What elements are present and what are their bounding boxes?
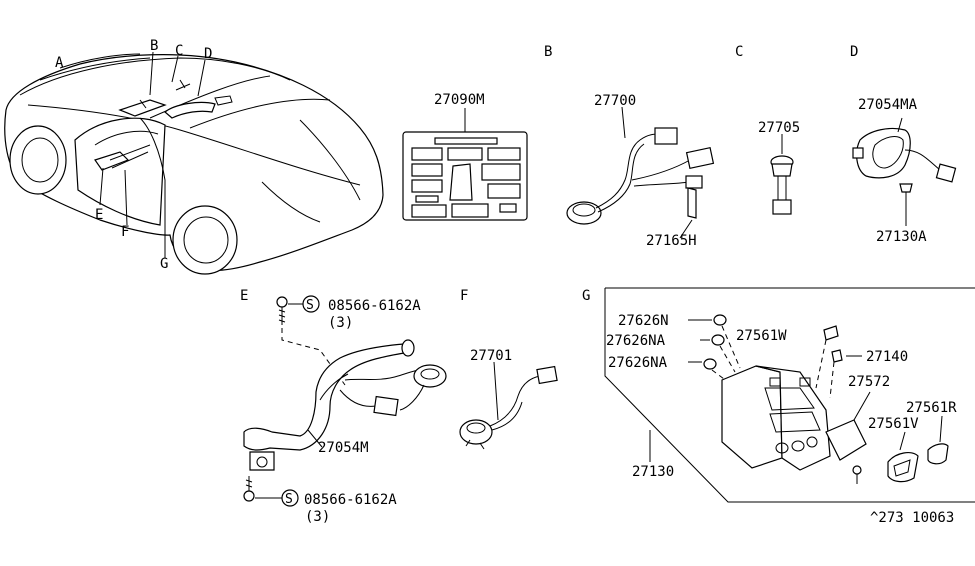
- symbol-s-bottom-letter: S: [285, 492, 293, 507]
- part-27626N: 27626N: [618, 313, 669, 329]
- part-08566-top: 08566-6162A: [328, 298, 421, 314]
- section-f: F: [460, 288, 468, 304]
- part-27054M: 27054M: [318, 440, 369, 456]
- label-sheet-27090M: [402, 108, 528, 221]
- part-27701: 27701: [470, 348, 512, 364]
- part-27054MA: 27054MA: [858, 97, 918, 113]
- section-e: E: [240, 288, 248, 304]
- part-27561W: 27561W: [736, 328, 787, 344]
- lamp-assembly-27054MA: [852, 117, 957, 226]
- part-08566-top-qty: (3): [328, 315, 353, 331]
- section-d: D: [850, 44, 858, 60]
- section-c: C: [735, 44, 743, 60]
- section-b: B: [544, 44, 552, 60]
- part-27561R: 27561R: [906, 400, 957, 416]
- symbol-s-top: [302, 295, 320, 313]
- part-27130: 27130: [632, 464, 674, 480]
- part-27130A: 27130A: [876, 229, 927, 245]
- callout-c: C: [175, 43, 183, 59]
- section-g: G: [582, 288, 590, 304]
- part-08566-bottom-qty: (3): [305, 509, 330, 525]
- part-27140: 27140: [866, 349, 908, 365]
- part-27705: 27705: [758, 120, 800, 136]
- lamp-27701: [459, 361, 558, 450]
- callout-f: F: [121, 224, 129, 240]
- part-08566-bottom: 08566-6162A: [304, 492, 397, 508]
- callout-e: E: [95, 207, 103, 223]
- part-27626NA-1: 27626NA: [606, 333, 666, 349]
- symbol-s-top-letter: S: [306, 298, 314, 313]
- part-27561V: 27561V: [868, 416, 919, 432]
- callout-g: G: [160, 256, 168, 272]
- callout-a: A: [55, 55, 64, 71]
- harness-27700: [566, 106, 715, 239]
- part-27572: 27572: [848, 374, 890, 390]
- lamp-27705: [770, 134, 794, 215]
- part-27700: 27700: [594, 93, 636, 109]
- part-27626NA-2: 27626NA: [608, 355, 668, 371]
- car-overview: [4, 51, 384, 275]
- callout-b: B: [150, 38, 158, 54]
- part-27090M: 27090M: [434, 92, 485, 108]
- console-27130: [604, 287, 975, 503]
- diagram-code: ^273 10063: [870, 510, 954, 526]
- harness-27054M: [243, 296, 447, 502]
- callout-d: D: [204, 46, 212, 62]
- part-27165H: 27165H: [646, 233, 697, 249]
- symbol-s-bottom: [281, 489, 299, 507]
